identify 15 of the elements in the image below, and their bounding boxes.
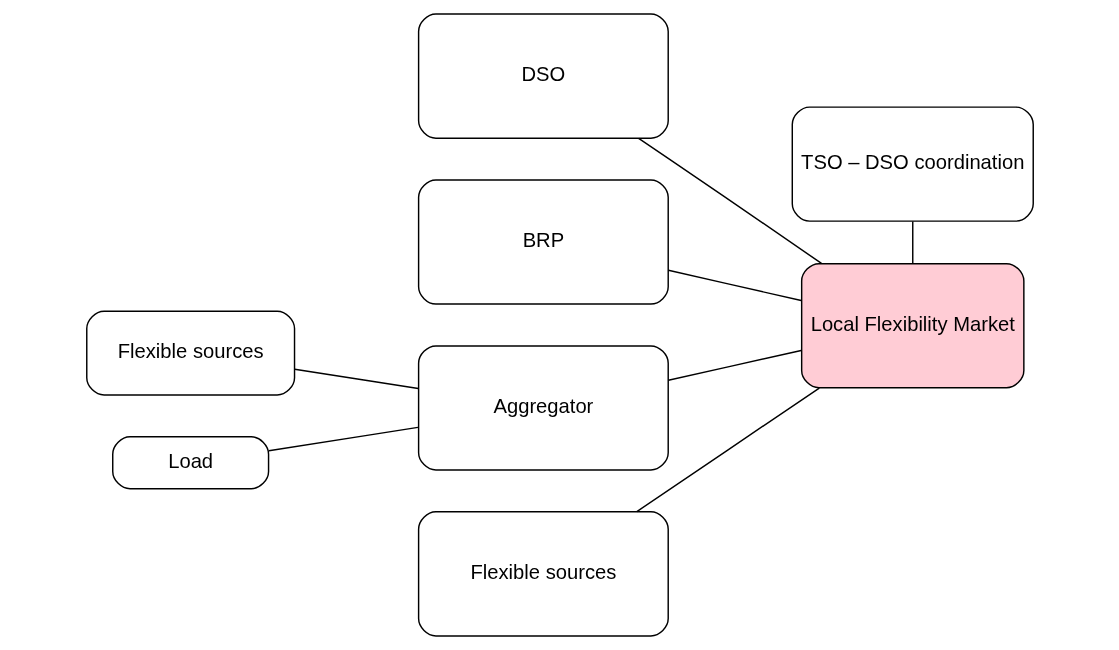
node-box: DSO <box>417 13 669 139</box>
connector <box>293 368 419 390</box>
connector <box>637 137 822 265</box>
node-box: Local Flexibility Market <box>800 262 1025 389</box>
node-box: Flexible sources <box>85 310 295 396</box>
connector <box>667 349 802 381</box>
connector <box>667 269 802 302</box>
node-box: TSO – DSO coordination <box>791 106 1034 222</box>
connector <box>635 387 820 513</box>
node-box: Aggregator <box>417 345 669 471</box>
connector <box>911 220 913 264</box>
connector <box>267 426 419 452</box>
node-box: Load <box>111 436 269 490</box>
node-box: BRP <box>417 179 669 305</box>
node-box: Flexible sources <box>417 511 669 637</box>
